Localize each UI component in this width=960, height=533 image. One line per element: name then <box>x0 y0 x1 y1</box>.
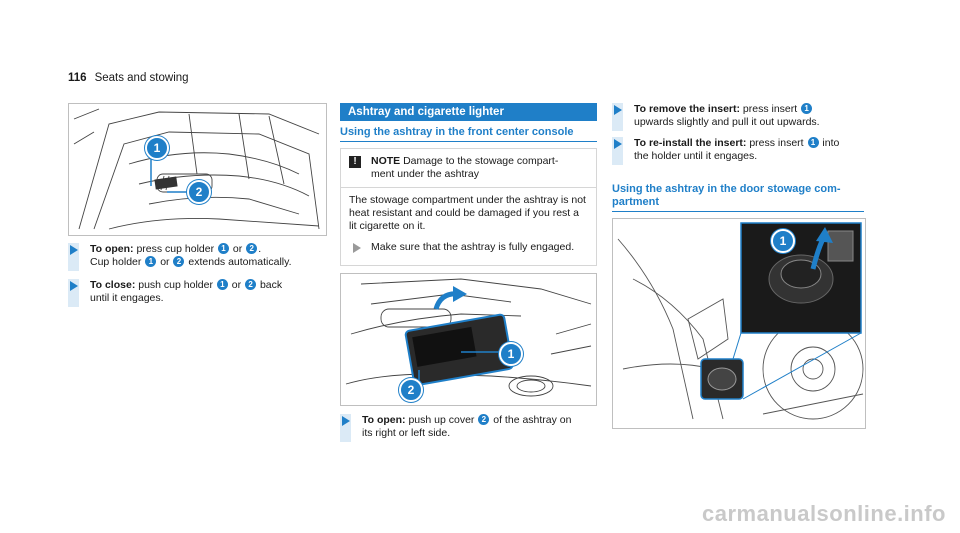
rear-seat-drawing <box>73 108 320 230</box>
arrow-icon <box>353 243 361 253</box>
step-marker <box>612 137 623 165</box>
step-marker <box>68 279 79 307</box>
arrow-icon <box>614 139 622 149</box>
arrow-icon <box>614 105 622 115</box>
watermark: carmanualsonline.info <box>702 501 946 526</box>
callout-1: 1 <box>499 342 523 366</box>
page-header: 116 Seats and stowing <box>68 72 189 84</box>
subheading-door-stowage: Using the ashtray in the door stowage co… <box>612 183 864 212</box>
arrow-icon <box>70 245 78 255</box>
instruction-open-cup-holder: To open: press cup holder 1 or 2.Cup hol… <box>68 243 330 271</box>
door-panel-drawing <box>617 222 864 420</box>
section-title-ashtray: Ashtray and cigarette lighter <box>340 103 597 121</box>
callout-2: 2 <box>399 378 423 402</box>
instruction-open-ashtray: To open: push up cover 2 of the ashtray … <box>340 414 602 442</box>
step-marker <box>340 414 351 442</box>
note-box: ! NOTE Damage to the stowage compart-men… <box>340 148 597 266</box>
warning-icon: ! <box>349 156 361 168</box>
callout-1: 1 <box>145 136 169 160</box>
callout-2: 2 <box>187 180 211 204</box>
note-body: The stowage compartment under the ashtra… <box>349 194 586 232</box>
subheading-center-console: Using the ashtray in the front center co… <box>340 126 597 142</box>
ashtray-center-console-illustration: 1 2 <box>340 273 597 406</box>
page-number: 116 <box>68 72 87 84</box>
note-instruction: Make sure that the ashtray is fully enga… <box>349 241 588 254</box>
center-console-drawing <box>345 278 592 397</box>
section-title: Seats and stowing <box>94 72 189 84</box>
instruction-reinstall-insert: To re-install the insert: press insert 1… <box>612 137 874 165</box>
arrow-icon <box>70 281 78 291</box>
callout-1: 1 <box>771 229 795 253</box>
cup-holder-illustration: 1 2 <box>68 103 327 236</box>
step-marker <box>612 103 623 131</box>
ashtray-door-illustration: 1 <box>612 218 866 429</box>
arrow-icon <box>342 416 350 426</box>
note-label: NOTE <box>371 155 401 167</box>
step-marker <box>68 243 79 271</box>
